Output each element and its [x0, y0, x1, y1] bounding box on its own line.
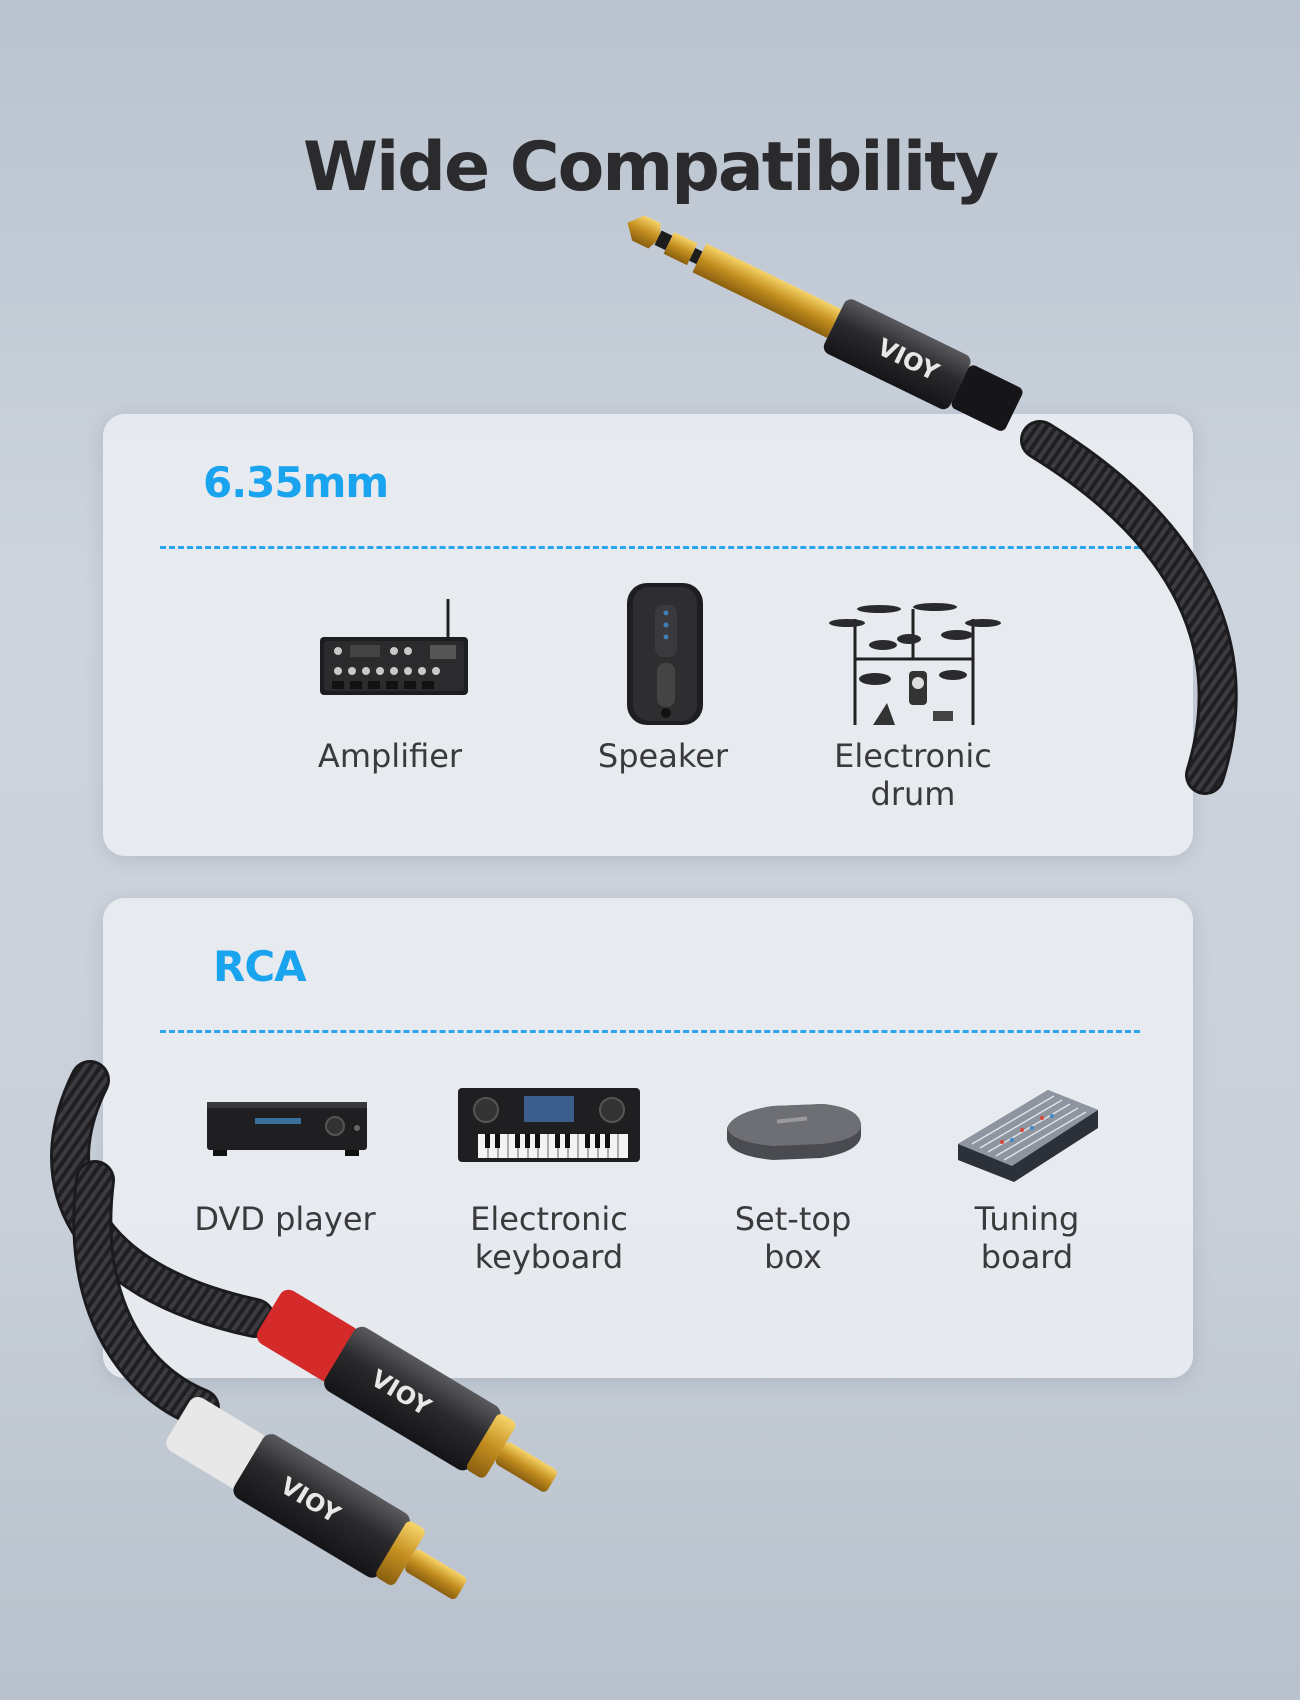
brand-mark: VIOY: [873, 333, 944, 387]
device-speaker: Speaker: [558, 579, 768, 775]
device-tuning-board: Tuning board: [937, 1082, 1117, 1276]
brand-mark: VIOY: [275, 1472, 345, 1530]
device-dvd-player: DVD player: [185, 1082, 385, 1238]
dashed-divider: [160, 1030, 1140, 1033]
section-635mm: 6.35mm Amplifier: [103, 414, 1193, 856]
section-heading-635mm: 6.35mm: [203, 458, 389, 507]
rca-plug-white: VIOY: [166, 1396, 467, 1600]
speaker-icon: [563, 579, 763, 729]
device-label: Tuning board: [974, 1200, 1080, 1276]
dvd-player-icon: [185, 1082, 385, 1192]
page-title: Wide Compatibility: [302, 128, 999, 207]
set-top-box-icon: [713, 1082, 873, 1192]
dashed-divider: [160, 546, 1140, 549]
device-label: Electronic drum: [834, 737, 992, 813]
section-rca: RCA DVD player: [103, 898, 1193, 1378]
device-set-top-box: Set-top box: [708, 1082, 878, 1276]
device-label: Speaker: [597, 737, 729, 775]
section-heading-rca: RCA: [213, 942, 307, 991]
tuning-board-icon: [942, 1082, 1112, 1192]
electronic-keyboard-icon: [444, 1082, 654, 1192]
amplifier-icon: [290, 579, 490, 729]
635mm-plug: VIOY: [627, 215, 1023, 431]
device-label: DVD player: [194, 1200, 376, 1238]
electronic-drum-icon: [813, 579, 1013, 729]
device-label: Amplifier: [317, 737, 463, 775]
device-electronic-keyboard: Electronic keyboard: [441, 1082, 657, 1276]
device-label: Electronic keyboard: [470, 1200, 628, 1276]
device-label: Set-top box: [734, 1200, 852, 1276]
device-amplifier: Amplifier: [285, 579, 495, 775]
device-electronic-drum: Electronic drum: [803, 579, 1023, 813]
